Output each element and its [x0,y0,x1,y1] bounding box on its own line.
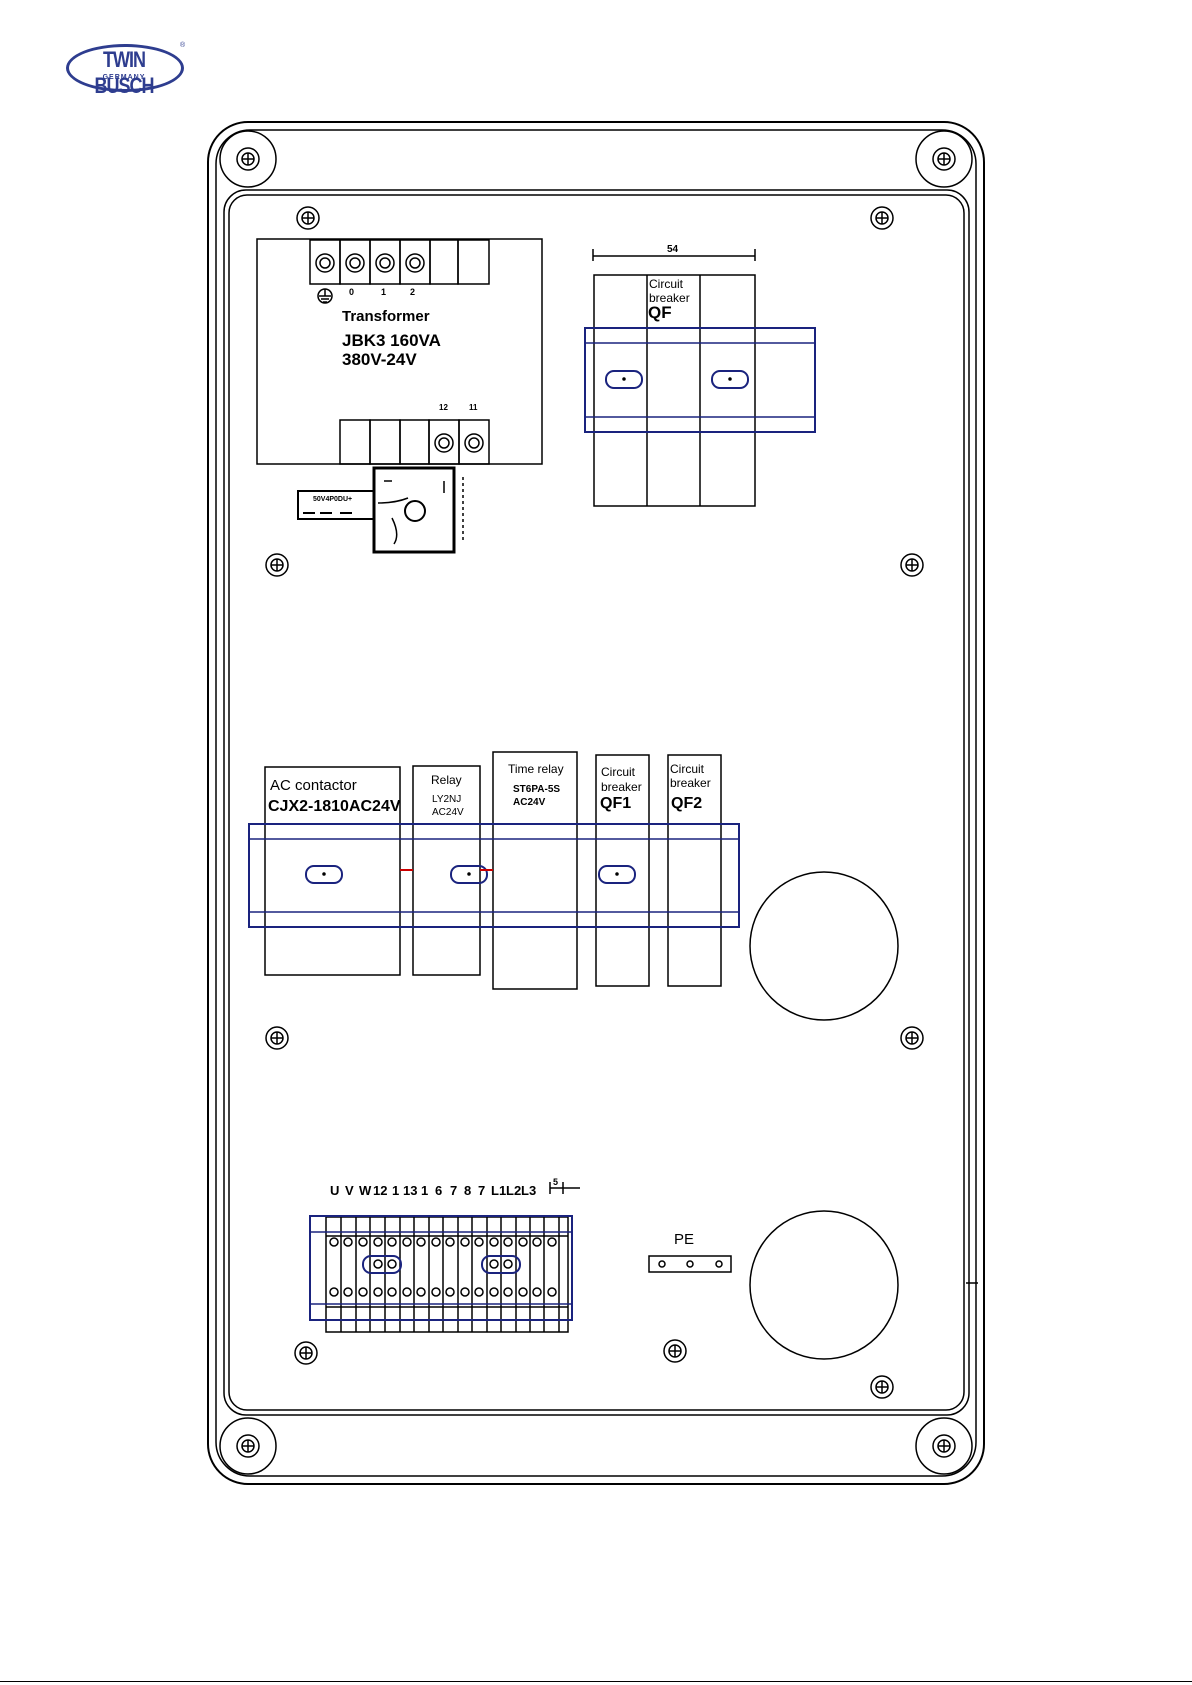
terminal-label: 7 [478,1183,485,1198]
terminal-block-dimension-label: 5 [553,1178,558,1188]
cable-gland-lower [750,1211,898,1359]
terminal-label: U [330,1183,339,1198]
transformer-terminal-2: 2 [410,287,415,297]
relay-voltage: AC24V [432,807,464,818]
mount-screw [266,1027,288,1049]
pe-label: PE [674,1232,694,1249]
terminal-label: 13 [403,1183,417,1198]
terminal-label: 8 [464,1183,471,1198]
transformer-title: Transformer [342,309,430,326]
terminal-label: L3 [521,1183,536,1198]
mount-screw [295,1342,317,1364]
mount-screw [901,1027,923,1049]
time-relay-voltage: AC24V [513,797,545,808]
qf1-label-line2: breaker [601,781,642,794]
qf2-code: QF2 [671,795,702,813]
terminal-label: L1 [491,1183,506,1198]
qf2-label-line2: breaker [670,777,711,790]
qf1-label-line1: Circuit [601,766,635,779]
ground-symbol-icon [318,289,332,303]
mount-screw [266,554,288,576]
corner-screw-tr [916,131,972,187]
relay-name: Relay [431,774,462,787]
qf-code: QF [648,304,672,323]
page-bottom-rule [0,1681,1192,1682]
qf-dimension: 54 [667,244,678,255]
transformer-top-terminals [310,240,489,284]
terminal-label: V [345,1183,354,1198]
corner-screw-tl [220,131,276,187]
transformer-model: JBK3 160VA [342,332,441,351]
transformer-voltage: 380V-24V [342,351,417,370]
rectifier-hole [405,501,425,521]
terminal-label: 6 [435,1183,442,1198]
time-relay-model: ST6PA-5S [513,784,560,795]
contactor-name: AC contactor [270,778,357,795]
transformer-terminal-11: 11 [469,403,477,412]
pe-bar [649,1256,731,1272]
terminal-label: 1 [392,1183,399,1198]
cable-gland-upper [750,872,898,1020]
terminal-label: W [359,1183,371,1198]
terminal-label: 12 [373,1183,387,1198]
transformer-terminal-12: 12 [439,403,448,412]
qf2-label-line1: Circuit [670,763,704,776]
transformer-terminal-1: 1 [381,287,386,297]
rectifier-wiring [378,481,444,544]
qf1-code: QF1 [600,795,631,813]
terminal-label: 1 [421,1183,428,1198]
mount-screw [871,207,893,229]
qf-label-line1: Circuit [649,278,683,291]
corner-screw-bl [220,1418,276,1474]
rectifier-label: 50V4P0DU+ [313,496,352,504]
terminal-label: L2 [506,1183,521,1198]
terminal-label: 7 [450,1183,457,1198]
qf-body [594,275,755,506]
mount-screw [901,554,923,576]
mount-screw [871,1376,893,1398]
terminal-block-body [326,1217,568,1332]
transformer-bottom-terminals [340,420,489,464]
mount-screw [297,207,319,229]
mount-screw [664,1340,686,1362]
corner-screw-br [916,1418,972,1474]
time-relay-name: Time relay [508,763,564,776]
relay-model: LY2NJ [432,794,461,805]
transformer-terminal-0: 0 [349,287,354,297]
contactor-model: CJX2-1810AC24V [268,798,401,816]
